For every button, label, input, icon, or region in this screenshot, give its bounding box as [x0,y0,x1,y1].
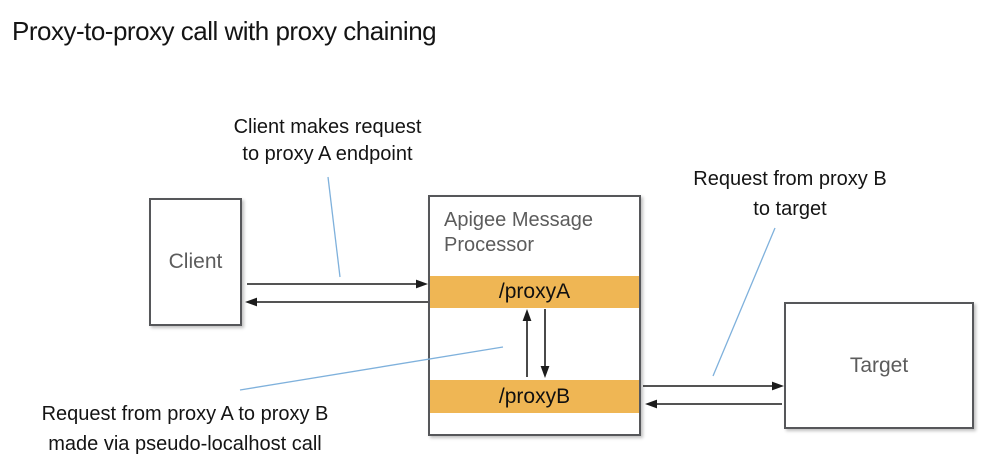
arrow-proxya-to-client [245,297,428,307]
callout-line-client-request [327,176,341,278]
page-title: Proxy-to-proxy call with proxy chaining [12,16,437,46]
apigee-message-processor-node: Apigee Message Processor /proxyA /proxyB [428,195,641,436]
annotation-client-request: Client makes request to proxy A endpoint [233,116,422,165]
annotation-target-request: Request from proxy B to target [693,168,887,220]
target-label: Target [849,353,909,377]
client-node: Client [149,198,242,326]
target-node: Target [784,302,974,429]
arrow-target-to-proxyb [645,399,782,409]
arrow-client-to-proxya [247,279,428,289]
processor-label: Apigee Message Processor [444,209,593,256]
proxy-a-bar: /proxyA [430,276,639,308]
annotation-proxy-chaining: Request from proxy A to proxy B made via… [41,403,329,455]
proxy-b-bar: /proxyB [430,380,639,413]
proxy-a-label: /proxyA [498,280,571,303]
client-label: Client [168,250,223,273]
callout-line-target-request [712,227,776,377]
proxy-b-label: /proxyB [498,384,571,408]
arrow-proxyb-to-target [643,381,784,391]
